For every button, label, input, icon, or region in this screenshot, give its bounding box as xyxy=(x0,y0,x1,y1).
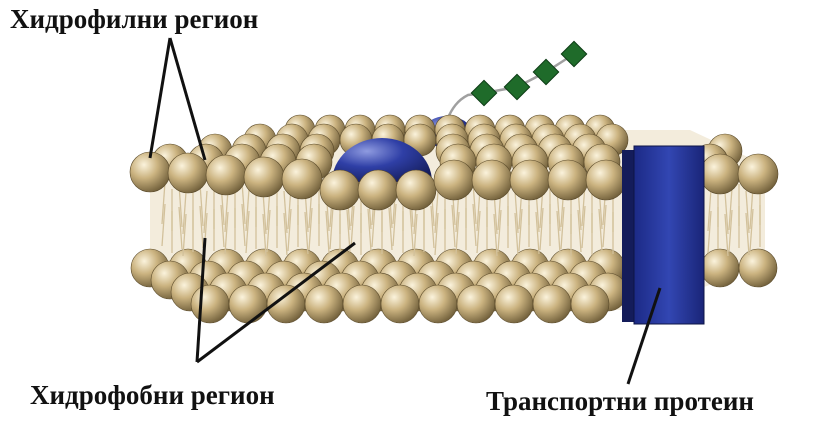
phospholipid-head-icon xyxy=(168,153,208,193)
phospholipid-head-icon xyxy=(571,285,609,323)
phospholipid-head-icon xyxy=(229,285,267,323)
phospholipid-head-icon xyxy=(206,155,246,195)
hydrophobic-region-label: Хидрофобни регион xyxy=(30,382,275,409)
glycan-unit-icon xyxy=(471,80,496,105)
phospholipid-head-icon xyxy=(396,170,436,210)
glycan-unit-icon xyxy=(504,74,529,99)
transport-protein-label: Транспортни протеин xyxy=(486,388,754,415)
phospholipid-head-icon xyxy=(191,285,229,323)
pointer-hydrophilic-right xyxy=(170,38,205,160)
phospholipid-head-icon xyxy=(358,170,398,210)
phospholipid-head-icon xyxy=(457,285,495,323)
phospholipid-head-icon xyxy=(533,285,571,323)
phospholipid-head-icon xyxy=(343,285,381,323)
phospholipid-head-icon xyxy=(700,154,740,194)
glycan-chain xyxy=(447,41,587,120)
phospholipid-head-icon xyxy=(282,159,322,199)
pointer-hydrophilic-left xyxy=(150,38,170,158)
phospholipid-head-icon xyxy=(472,160,512,200)
phospholipid-head-icon xyxy=(419,285,457,323)
phospholipid-head-icon xyxy=(244,157,284,197)
phospholipid-head-icon xyxy=(381,285,419,323)
phospholipid-head-icon xyxy=(320,170,360,210)
phospholipid-head-icon xyxy=(305,285,343,323)
transport-protein xyxy=(622,146,704,324)
phospholipid-head-icon xyxy=(510,160,550,200)
phospholipid-head-icon xyxy=(495,285,533,323)
phospholipid-head-icon xyxy=(701,249,739,287)
phospholipid-head-icon xyxy=(739,249,777,287)
phospholipid-head-icon xyxy=(548,160,588,200)
hydrophilic-region-label: Хидрофилни регион xyxy=(10,6,258,33)
phospholipid-head-icon xyxy=(738,154,778,194)
phospholipid-head-icon xyxy=(586,160,626,200)
transport-protein-front xyxy=(634,146,704,324)
glycan-unit-icon xyxy=(561,41,586,66)
glycan-unit-icon xyxy=(533,59,558,84)
phospholipid-head-icon xyxy=(434,160,474,200)
